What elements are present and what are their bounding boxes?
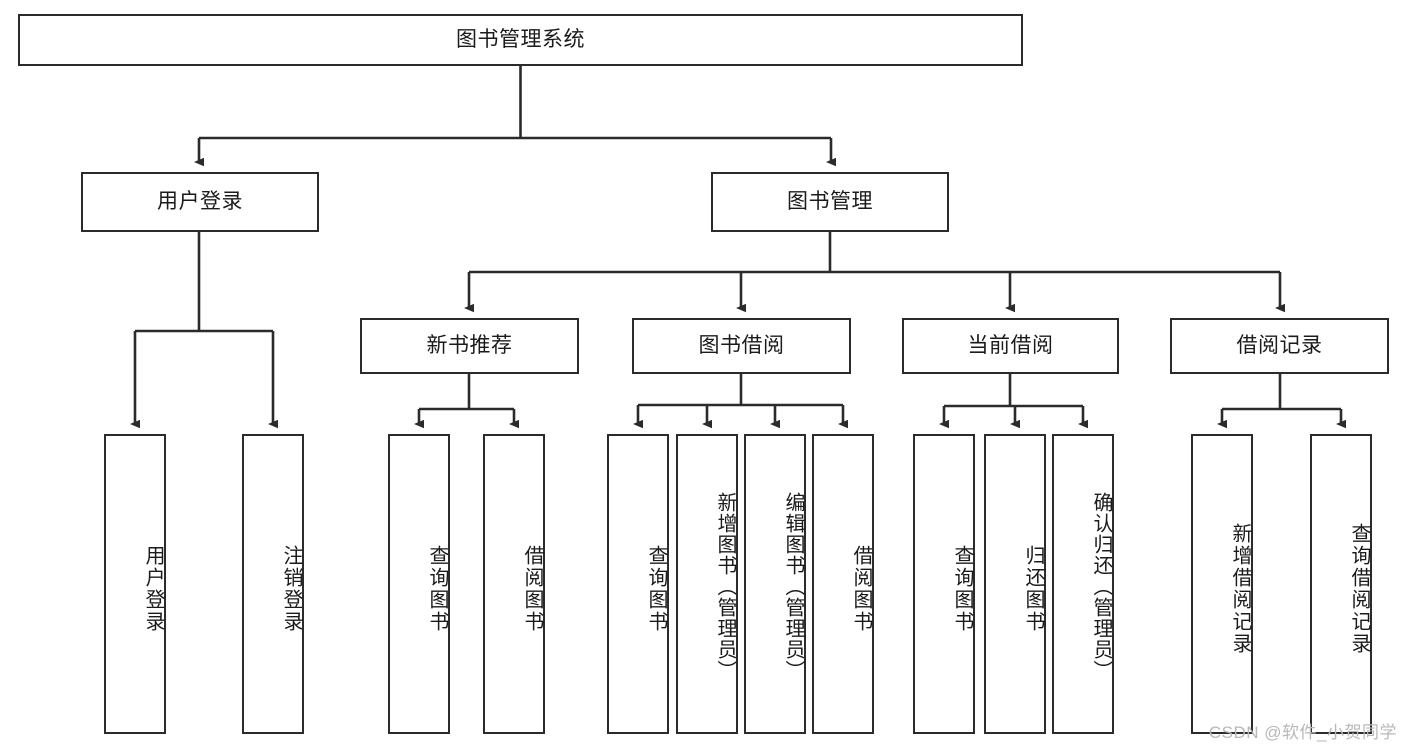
node-new-book-recommend[interactable]: 新书推荐 — [360, 318, 579, 374]
leaf-return-books[interactable]: 归还图书 — [984, 434, 1046, 734]
leaf-return-books-label: 归还图书 — [1022, 545, 1044, 633]
node-root-label: 图书管理系统 — [456, 27, 585, 51]
leaf-borrow-books-label: 借阅图书 — [850, 545, 872, 633]
node-borrow-record-label: 借阅记录 — [1236, 333, 1323, 357]
node-current-borrow-label: 当前借阅 — [967, 333, 1054, 357]
leaf-logout[interactable]: 注销登录 — [242, 434, 304, 734]
leaf-add-borrow-record-label: 新增借阅记录 — [1229, 523, 1251, 655]
node-book-management-label: 图书管理 — [787, 189, 873, 213]
node-borrow-record[interactable]: 借阅记录 — [1170, 318, 1389, 374]
node-user-login[interactable]: 用户登录 — [81, 172, 319, 232]
node-user-login-label: 用户登录 — [157, 189, 243, 213]
leaf-add-book-admin-label: 新增图书（管理员） — [714, 491, 736, 681]
leaf-query-borrow-record-label: 查询借阅记录 — [1348, 523, 1370, 655]
leaf-edit-book-admin[interactable]: 编辑图书（管理员） — [744, 434, 806, 734]
node-root-system[interactable]: 图书管理系统 — [18, 14, 1023, 66]
leaf-borrow-books-newbook[interactable]: 借阅图书 — [483, 434, 545, 734]
leaf-logout-label: 注销登录 — [280, 545, 302, 633]
leaf-query-books-current[interactable]: 查询图书 — [913, 434, 975, 734]
node-current-borrow[interactable]: 当前借阅 — [902, 318, 1119, 374]
leaf-query-books-current-label: 查询图书 — [951, 545, 973, 633]
leaf-borrow-books[interactable]: 借阅图书 — [812, 434, 874, 734]
node-book-borrow[interactable]: 图书借阅 — [632, 318, 851, 374]
node-book-management[interactable]: 图书管理 — [711, 172, 949, 232]
csdn-watermark: CSDN @软件_小贺同学 — [1208, 723, 1397, 742]
node-book-borrow-label: 图书借阅 — [698, 333, 785, 357]
leaf-user-login-label: 用户登录 — [142, 545, 164, 633]
leaf-add-book-admin[interactable]: 新增图书（管理员） — [676, 434, 738, 734]
leaf-query-books-borrow-label: 查询图书 — [645, 545, 667, 633]
leaf-query-borrow-record[interactable]: 查询借阅记录 — [1310, 434, 1372, 734]
node-new-book-recommend-label: 新书推荐 — [426, 333, 513, 357]
leaf-user-login[interactable]: 用户登录 — [104, 434, 166, 734]
leaf-confirm-return-admin[interactable]: 确认归还（管理员） — [1052, 434, 1114, 734]
leaf-edit-book-admin-label: 编辑图书（管理员） — [782, 491, 804, 681]
leaf-query-books-newbook-label: 查询图书 — [426, 545, 448, 633]
leaf-add-borrow-record[interactable]: 新增借阅记录 — [1191, 434, 1253, 734]
leaf-query-books-newbook[interactable]: 查询图书 — [388, 434, 450, 734]
leaf-query-books-borrow[interactable]: 查询图书 — [607, 434, 669, 734]
leaf-borrow-books-newbook-label: 借阅图书 — [521, 545, 543, 633]
leaf-confirm-return-admin-label: 确认归还（管理员） — [1090, 491, 1112, 681]
